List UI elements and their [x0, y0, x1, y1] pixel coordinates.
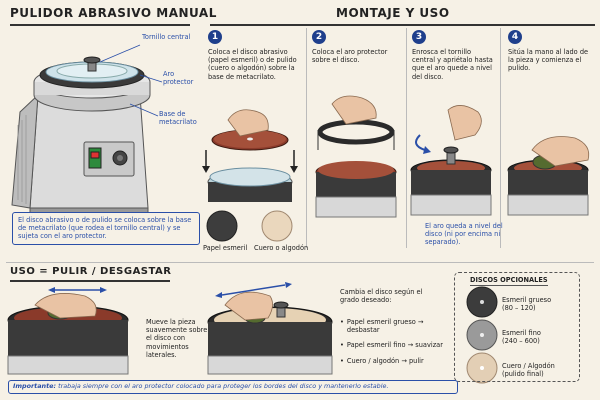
step-4-number: 4: [508, 30, 522, 44]
step3-note: El aro queda a nivel del disco (ni por e…: [425, 222, 503, 247]
step-3-number: 3: [412, 30, 426, 44]
step-1-number: 1: [208, 30, 222, 44]
label-base-metacrilato: Base de metacrilato: [159, 110, 197, 127]
optional-disc-cuero-algodon: Cuero / Algodón (pulido final): [502, 362, 555, 379]
list-item: •Papel esmeril fino → suavizar: [340, 341, 443, 350]
important-text: trabaja siempre con el aro protector col…: [58, 382, 389, 390]
step-1-text: Coloca el disco abrasivo (papel esmeril)…: [208, 48, 297, 81]
change-disc-list: •Papel esmeril grueso → desbastar •Papel…: [340, 318, 458, 365]
step-2-text: Coloca el aro protector sobre el disco.: [312, 48, 388, 65]
optional-disc-esmeril-grueso: Esmeril grueso (80 – 120): [502, 296, 552, 313]
step-3-text: Enrosca el tornillo central y apriétalo …: [412, 48, 493, 81]
important-note: Importante: trabaja siempre con el aro p…: [8, 380, 458, 394]
step-divider: [500, 28, 501, 248]
right-title: MONTAJE Y USO: [336, 6, 450, 20]
step-divider: [406, 28, 407, 248]
uso-title: USO = PULIR / DESGASTAR: [10, 266, 172, 277]
optional-disc-esmeril-fino: Esmeril fino (240 – 600): [502, 329, 541, 346]
optional-discs-box: [454, 272, 580, 382]
machine-note: El disco abrasivo o de pulido se coloca …: [12, 212, 200, 245]
important-label: Importante:: [13, 382, 57, 390]
list-item: •Cuero / algodón → pulir: [340, 356, 424, 365]
left-title-underline: [10, 24, 190, 26]
step-2-number: 2: [312, 30, 326, 44]
left-title: PULIDOR ABRASIVO MANUAL: [10, 6, 217, 20]
optional-discs-title-underline: [470, 285, 548, 286]
uso-description: Mueve la pieza suavemente sobre el disco…: [146, 318, 208, 359]
uso-title-underline: [10, 280, 170, 282]
list-item: •Papel esmeril grueso → desbastar: [340, 318, 424, 335]
right-title-underline: [210, 24, 595, 26]
disc-label-cuero-algodon: Cuero o algodón: [254, 244, 309, 252]
disc-label-papel-esmeril: Papel esmeril: [203, 244, 248, 252]
optional-discs-title: DISCOS OPCIONALES: [470, 276, 548, 284]
step-4-text: Sitúa la mano al lado de la pieza y comi…: [508, 48, 589, 73]
change-disc-title: Cambia el disco según el grado deseado:: [340, 288, 423, 305]
step-divider: [306, 28, 307, 248]
label-tornillo-central: Tornillo central: [142, 33, 191, 41]
label-aro-protector: Aro protector: [163, 70, 194, 87]
section-divider: [6, 262, 594, 263]
